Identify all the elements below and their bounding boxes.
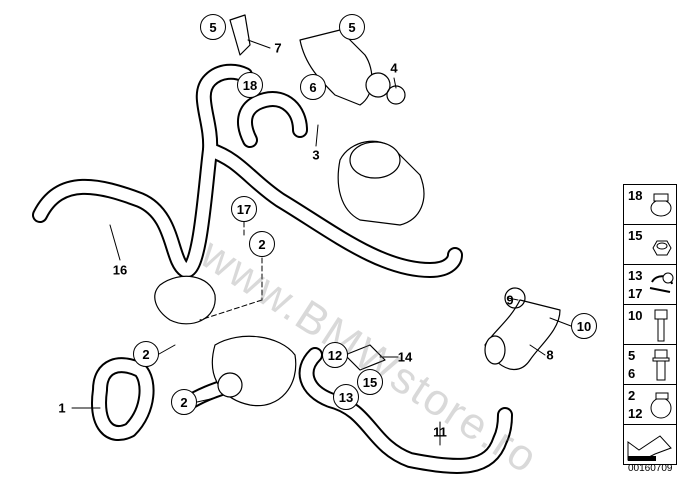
label-1[interactable]: 1 <box>58 400 66 416</box>
legend-row-13-17[interactable]: 13 17 <box>624 265 676 305</box>
outlet-4 <box>299 29 373 106</box>
legend-row-5-6[interactable]: 5 6 <box>624 345 676 385</box>
callout-12[interactable]: 12 <box>322 342 348 368</box>
legend-row-15[interactable]: 15 <box>624 225 676 265</box>
hex-bolt-icon <box>654 309 668 342</box>
callout-13[interactable]: 13 <box>333 384 359 410</box>
callout-17[interactable]: 17 <box>231 196 257 222</box>
label-7[interactable]: 7 <box>274 40 282 56</box>
bracket-14 <box>344 344 386 371</box>
label-4[interactable]: 4 <box>390 60 398 76</box>
callout-5[interactable]: 5 <box>339 14 365 40</box>
hose-clamp-icon <box>650 392 672 419</box>
arrow-icon <box>627 435 672 461</box>
label-11[interactable]: 11 <box>433 424 447 440</box>
label-8[interactable]: 8 <box>546 347 554 363</box>
hose-clamp-icon <box>650 193 672 217</box>
water-pump-upper <box>154 275 216 325</box>
bracket-7 <box>229 14 251 56</box>
callout-10[interactable]: 10 <box>571 313 597 339</box>
legend-row-18[interactable]: 18 <box>624 185 676 225</box>
label-3[interactable]: 3 <box>312 147 320 163</box>
legend-row-10[interactable]: 10 <box>624 305 676 345</box>
diagram-code: 00160709 <box>628 463 673 474</box>
label-9[interactable]: 9 <box>506 292 514 308</box>
callout-6[interactable]: 6 <box>300 74 326 100</box>
callout-5[interactable]: 5 <box>200 14 226 40</box>
fastener-legend: 18 15 13 17 10 5 6 2 12 <box>623 184 677 465</box>
hex-nut-icon <box>652 240 672 256</box>
callout-15[interactable]: 15 <box>357 369 383 395</box>
clip-clamp-icon <box>649 272 674 293</box>
label-16[interactable]: 16 <box>112 262 128 278</box>
callout-2[interactable]: 2 <box>249 231 275 257</box>
flange-bolt-icon <box>652 349 670 381</box>
label-14[interactable]: 14 <box>397 349 413 365</box>
callout-2[interactable]: 2 <box>171 389 197 415</box>
callout-18[interactable]: 18 <box>237 72 263 98</box>
legend-row-2-12[interactable]: 2 12 <box>624 385 676 425</box>
legend-row-arrow[interactable] <box>624 425 676 464</box>
callout-2[interactable]: 2 <box>133 341 159 367</box>
